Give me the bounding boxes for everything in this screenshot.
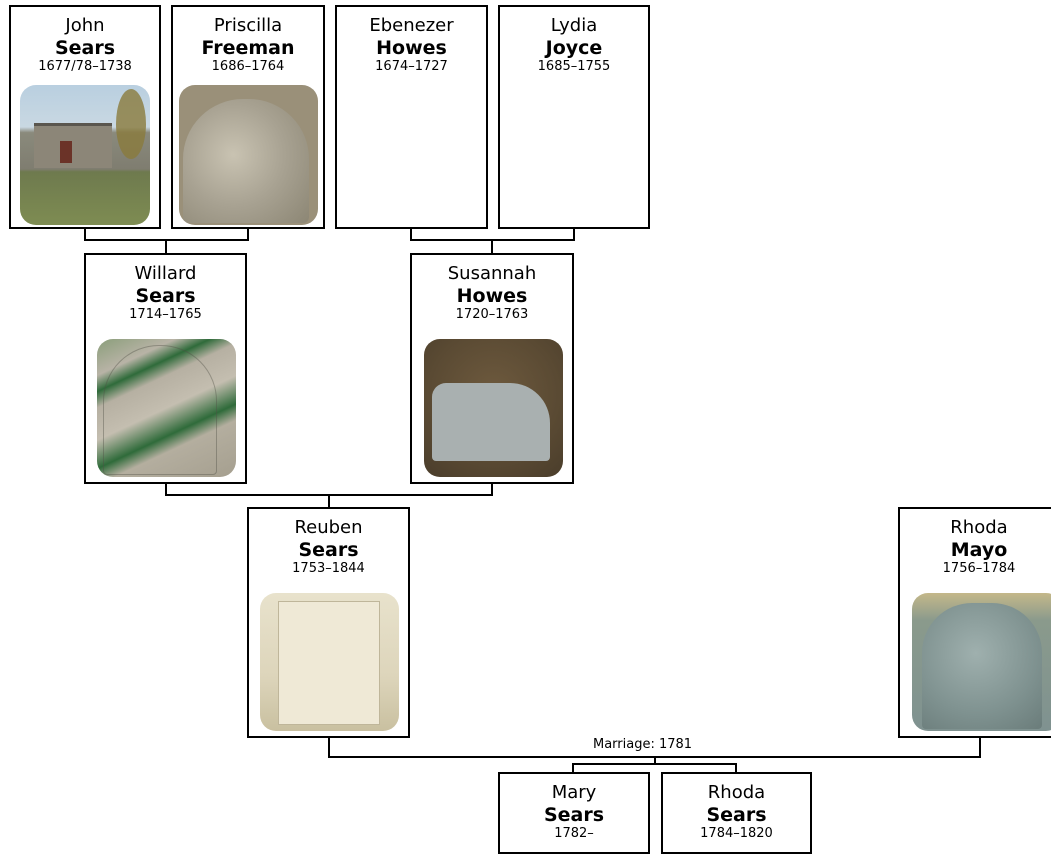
person-card-mary-sears[interactable]: Mary Sears 1782– — [498, 772, 650, 854]
given-name: Ebenezer — [369, 15, 454, 36]
gravestone-photo[interactable] — [179, 85, 318, 225]
person-card-reuben-sears[interactable]: Reuben Sears 1753–1844 — [247, 507, 410, 738]
connector-line — [165, 484, 167, 496]
connector-line — [328, 494, 330, 508]
life-dates: 1686–1764 — [211, 59, 285, 74]
gravestone-photo[interactable] — [260, 593, 399, 731]
person-card-rhoda-mayo[interactable]: Rhoda Mayo 1756–1784 — [898, 507, 1051, 738]
gravestone — [432, 383, 550, 461]
surname: Howes — [456, 285, 528, 307]
gravestone-photo[interactable] — [912, 593, 1051, 731]
person-card-john-sears[interactable]: John Sears 1677/78–1738 — [9, 5, 161, 229]
marriage-label: Marriage: 1781 — [591, 737, 695, 752]
life-dates: 1674–1727 — [375, 59, 448, 74]
surname: Sears — [706, 804, 767, 826]
person-card-willard-sears[interactable]: Willard Sears 1714–1765 — [84, 253, 247, 484]
gravestone — [103, 345, 217, 475]
person-card-ebenezer-howes[interactable]: Ebenezer Howes 1674–1727 — [335, 5, 488, 229]
life-dates: 1677/78–1738 — [38, 59, 132, 74]
connector-line — [247, 229, 249, 241]
surname: Sears — [298, 539, 359, 561]
given-name: Susannah — [447, 263, 537, 284]
connector-line — [572, 763, 574, 773]
person-card-priscilla-freeman[interactable]: Priscilla Freeman 1686–1764 — [171, 5, 325, 229]
connector-line — [165, 239, 167, 254]
connector-line — [491, 484, 493, 496]
given-name: Reuben — [294, 517, 363, 538]
connector-line — [491, 239, 493, 254]
person-card-rhoda-sears[interactable]: Rhoda Sears 1784–1820 — [661, 772, 812, 854]
house-photo[interactable] — [20, 85, 150, 225]
person-card-lydia-joyce[interactable]: Lydia Joyce 1685–1755 — [498, 5, 650, 229]
given-name: Mary — [551, 782, 597, 803]
given-name: Lydia — [550, 15, 598, 36]
connector-line — [572, 763, 737, 765]
house-wall — [34, 123, 112, 168]
gravestone — [183, 99, 309, 223]
gravestone-photo[interactable] — [97, 339, 236, 477]
life-dates: 1782– — [554, 826, 594, 841]
life-dates: 1685–1755 — [537, 59, 611, 74]
given-name: Priscilla — [213, 15, 283, 36]
given-name: Rhoda — [950, 517, 1008, 538]
connector-line — [328, 738, 330, 758]
life-dates: 1784–1820 — [700, 826, 773, 841]
surname: Sears — [54, 37, 116, 59]
house-door — [60, 141, 72, 163]
gravestone — [922, 603, 1042, 729]
life-dates: 1720–1763 — [455, 307, 529, 322]
person-card-susannah-howes[interactable]: Susannah Howes 1720–1763 — [410, 253, 574, 484]
surname: Mayo — [950, 539, 1008, 561]
given-name: Willard — [134, 263, 197, 284]
connector-line — [979, 738, 981, 758]
life-dates: 1756–1784 — [942, 561, 1016, 576]
gravestone-photo[interactable] — [424, 339, 563, 477]
connector-line — [84, 229, 86, 241]
connector-line — [573, 229, 575, 241]
life-dates: 1753–1844 — [292, 561, 365, 576]
gravestone — [278, 601, 380, 725]
given-name: Rhoda — [707, 782, 766, 803]
surname: Sears — [135, 285, 196, 307]
connector-line — [735, 763, 737, 773]
surname: Howes — [376, 37, 447, 59]
surname: Sears — [543, 804, 605, 826]
life-dates: 1714–1765 — [129, 307, 202, 322]
connector-line — [654, 756, 656, 764]
surname: Joyce — [545, 37, 603, 59]
given-name: John — [65, 15, 105, 36]
tree — [116, 89, 146, 159]
connector-line — [410, 229, 412, 241]
surname: Freeman — [201, 37, 295, 59]
